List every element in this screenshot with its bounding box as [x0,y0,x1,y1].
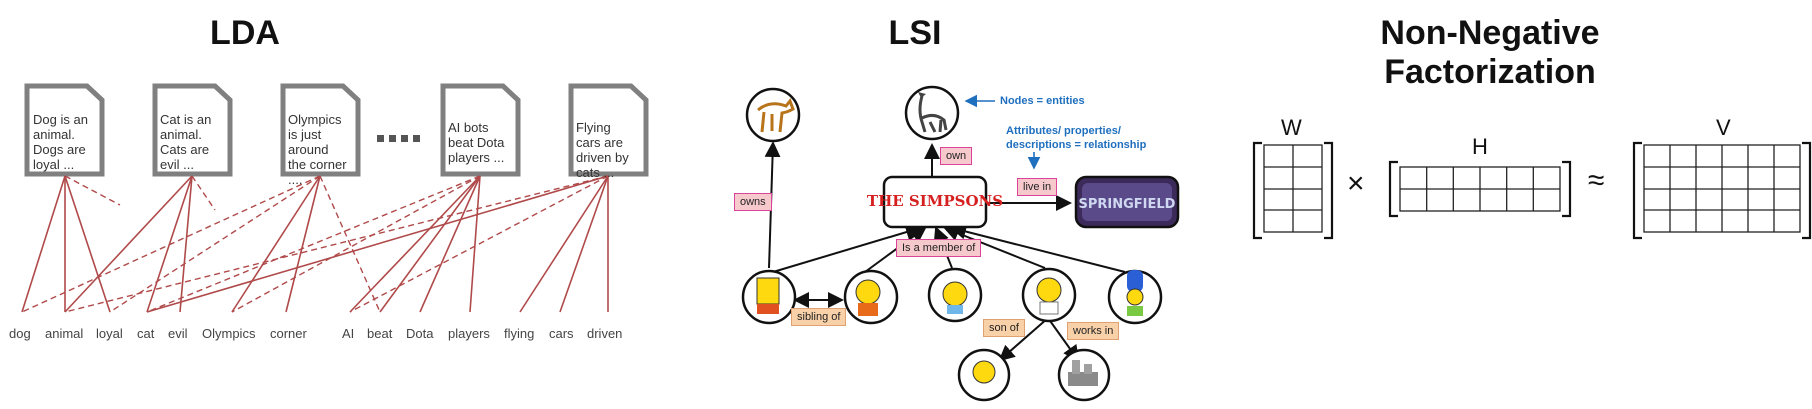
topic-edges-dashed [21,175,609,313]
maggie-node-icon [927,267,983,323]
topic-edges-solid [21,175,609,313]
word-label: evil [168,326,188,341]
lda-title: LDA [210,14,280,52]
times-operator: × [1347,167,1365,200]
word-label: flying [504,326,535,341]
document-icon [24,83,649,177]
lda-diagram [21,83,649,313]
word-label: animal [45,326,84,341]
lisa-node-icon [843,269,899,325]
homer-node-icon [1021,267,1077,323]
matrix-v-label: V [1716,115,1731,140]
relation-label-sibling-of: sibling of [791,308,847,326]
grandpa-node-icon [957,348,1011,402]
lsi-title: LSI [888,14,942,52]
nodes-note: Nodes = entities [1000,95,1085,107]
document-text: Dog is an animal. Dogs are loyal ... [33,112,88,172]
word-label: beat [367,326,393,341]
word-label: cars [549,326,574,341]
dog-node-icon [745,87,801,143]
cat-node-icon [904,85,960,141]
relation-label-own: own [940,147,973,165]
word-label: cat [137,326,155,341]
springfield-sign-icon: SPRINGFIELD [1074,175,1180,229]
attributes-note: Attributes/ properties/ descriptions = r… [1006,125,1147,151]
word-label: loyal [96,326,123,341]
ellipsis-icon [377,135,420,142]
document-text: AI bots beat Dota players ... [448,120,505,165]
word-label: dog [9,326,31,341]
matrix-w-label: W [1281,115,1302,140]
document-text: Cat is an animal. Cats are evil ... [160,112,212,172]
svg-text:SPRINGFIELD: SPRINGFIELD [1079,197,1176,212]
relation-label-owns: owns [734,193,772,211]
word-label: Olympics [202,326,256,341]
relation-label-son-of: son of [983,319,1025,337]
matrix-h-label: H [1472,134,1488,159]
marge-node-icon [1107,269,1163,325]
word-label: corner [270,326,307,341]
document-text: Olympics is just around the corner .... [288,112,347,187]
word-label: AI [342,326,355,341]
power-plant-node-icon [1057,348,1111,402]
word-label: driven [587,326,623,341]
simpsons-logo-icon: THE SIMPSONS [867,175,1003,229]
svg-text:THE SIMPSONS: THE SIMPSONS [867,192,1003,210]
relation-label-member-of: Is a member of [896,239,982,257]
word-label: players [448,326,490,341]
relation-label-live-in: live in [1017,178,1058,196]
bart-node-icon [741,269,797,325]
approx-operator: ≈ [1588,164,1605,197]
document-text: Flying cars are driven by cats ... [576,120,629,180]
relation-label-works-in: works in [1067,322,1120,340]
word-label: Dota [406,326,434,341]
nmf-title: Non-Negative Factorization [1380,14,1600,91]
